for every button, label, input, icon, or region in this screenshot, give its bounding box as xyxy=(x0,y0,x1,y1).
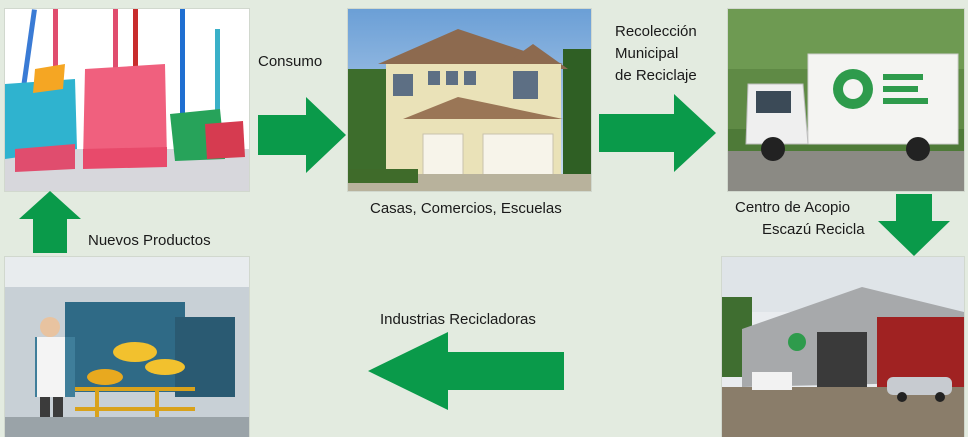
house-photo xyxy=(348,9,591,191)
arrow-up-icon xyxy=(19,191,81,253)
label-recoleccion-line-1: Recolección xyxy=(615,23,697,40)
label-centro-acopio-line-1: Centro de Acopio xyxy=(735,199,851,216)
label-recoleccion-line-3: de Reciclaje xyxy=(615,67,697,84)
label-nuevos-productos: Nuevos Productos xyxy=(88,232,211,249)
arrow-right-icon xyxy=(258,97,346,173)
recycling-truck-photo xyxy=(728,9,964,191)
label-industrias-recicladoras: Industrias Recicladoras xyxy=(380,311,536,328)
arrow-right-icon xyxy=(599,94,716,172)
brooms-photo xyxy=(5,9,249,191)
recycling-factory-photo xyxy=(5,257,249,437)
collection-center-photo xyxy=(722,257,964,437)
arrow-down-icon xyxy=(878,194,950,256)
label-recoleccion-line-2: Municipal xyxy=(615,45,679,62)
label-consumo: Consumo xyxy=(258,53,323,70)
arrow-left-icon xyxy=(368,332,564,410)
label-centro-acopio-line-2: Escazú Recicla xyxy=(762,221,865,238)
label-casas-comercios-escuelas: Casas, Comercios, Escuelas xyxy=(370,200,562,217)
